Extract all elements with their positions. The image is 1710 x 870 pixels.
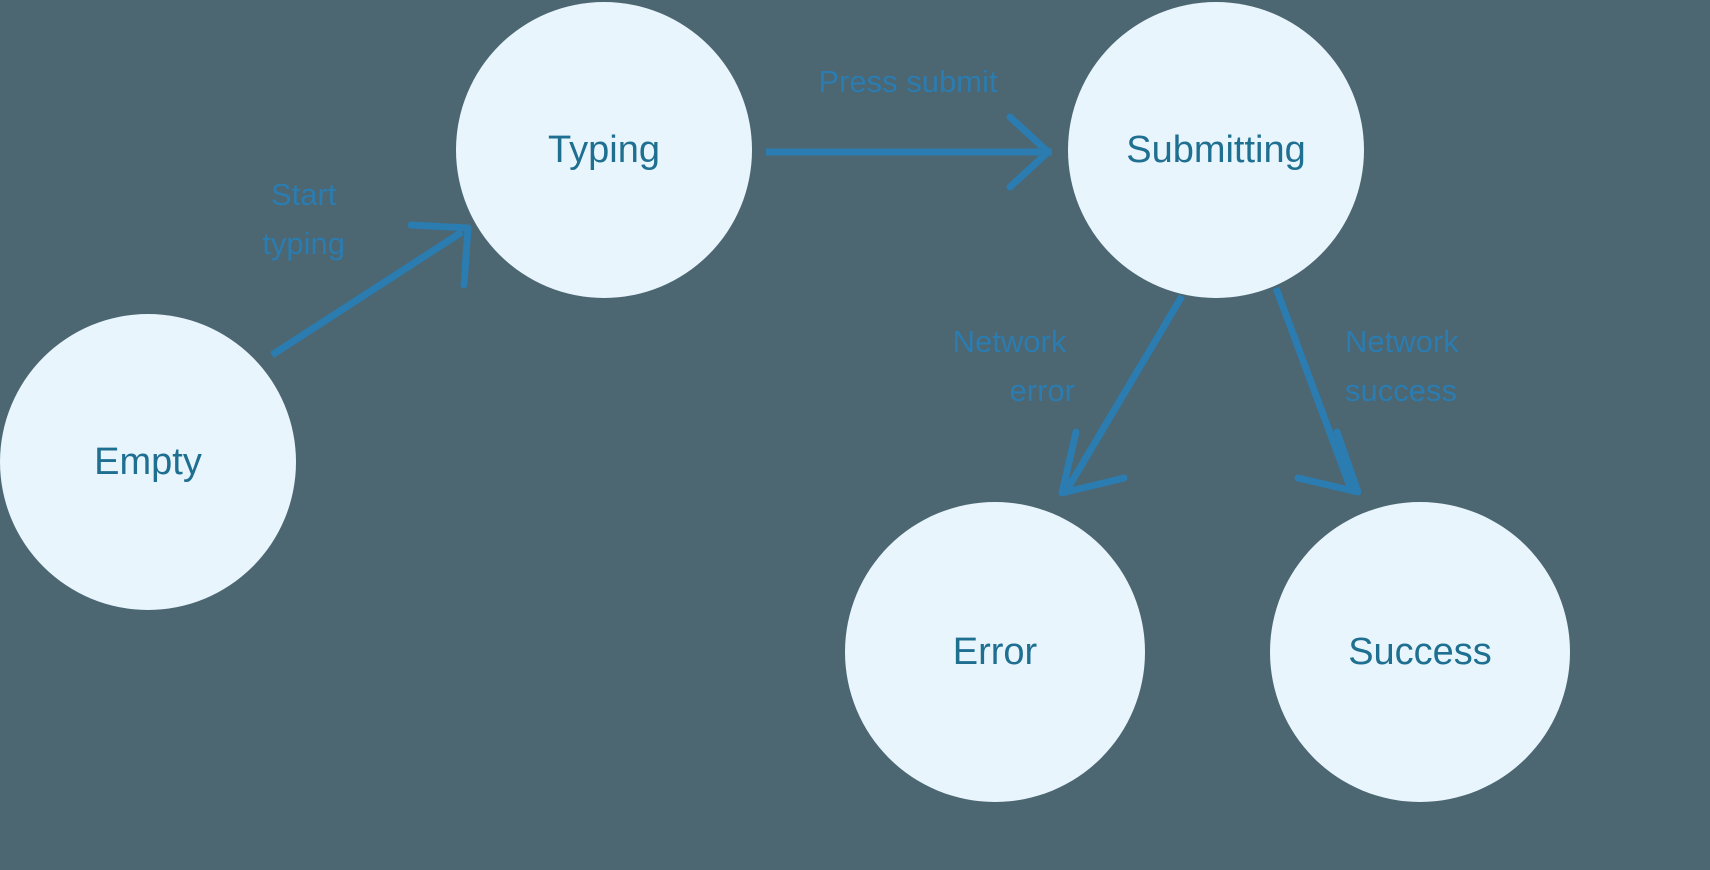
state-node-submitting-circle[interactable]: [1068, 2, 1364, 298]
edge-empty-to-typing: Start typing: [262, 177, 472, 358]
state-node-typing[interactable]: Typing: [456, 2, 752, 298]
state-node-typing-circle[interactable]: [456, 2, 752, 298]
edge-submitting-to-error: Network error: [953, 294, 1186, 497]
state-node-empty-label: Empty: [94, 441, 202, 483]
state-node-success-label: Success: [1348, 631, 1492, 673]
state-node-submitting-label: Submitting: [1126, 129, 1306, 171]
edge-label-empty-to-typing: Start typing: [262, 177, 345, 261]
edge-label-submitting-to-error: Network error: [953, 324, 1075, 408]
edge-submitting-to-success: Network success: [1272, 286, 1467, 496]
edge-line-empty-to-typing: [270, 229, 464, 358]
state-node-error-circle[interactable]: [845, 502, 1145, 802]
arrowhead-typing-to-submitting: [1006, 113, 1052, 191]
edge-label-line: Press submit: [818, 64, 998, 99]
edge-label-line: Network: [953, 324, 1067, 359]
state-node-success[interactable]: Success: [1270, 502, 1570, 802]
state-node-empty[interactable]: Empty: [0, 314, 296, 610]
state-node-error-label: Error: [953, 631, 1038, 673]
state-node-submitting[interactable]: Submitting: [1068, 2, 1364, 298]
edge-line-submitting-to-error: [1064, 294, 1186, 490]
state-node-success-circle[interactable]: [1270, 502, 1570, 802]
state-node-empty-circle[interactable]: [0, 314, 296, 610]
state-node-error[interactable]: Error: [845, 502, 1145, 802]
edge-typing-to-submitting: Press submit: [766, 64, 1052, 191]
state-node-typing-label: Typing: [548, 129, 660, 171]
edge-label-line: error: [1010, 373, 1075, 408]
edge-label-line: Start: [271, 177, 337, 212]
arrowhead-submitting-to-error: [1058, 428, 1128, 497]
edge-label-line: Network: [1345, 324, 1459, 359]
arrowhead-empty-to-typing: [407, 221, 472, 289]
arrowhead-submitting-to-success: [1294, 428, 1362, 496]
edge-label-submitting-to-success: Network success: [1345, 324, 1467, 408]
edge-label-typing-to-submitting: Press submit: [818, 64, 998, 99]
edge-label-line: typing: [262, 226, 345, 261]
edge-line-submitting-to-success: [1272, 286, 1356, 494]
edge-label-line: success: [1345, 373, 1457, 408]
